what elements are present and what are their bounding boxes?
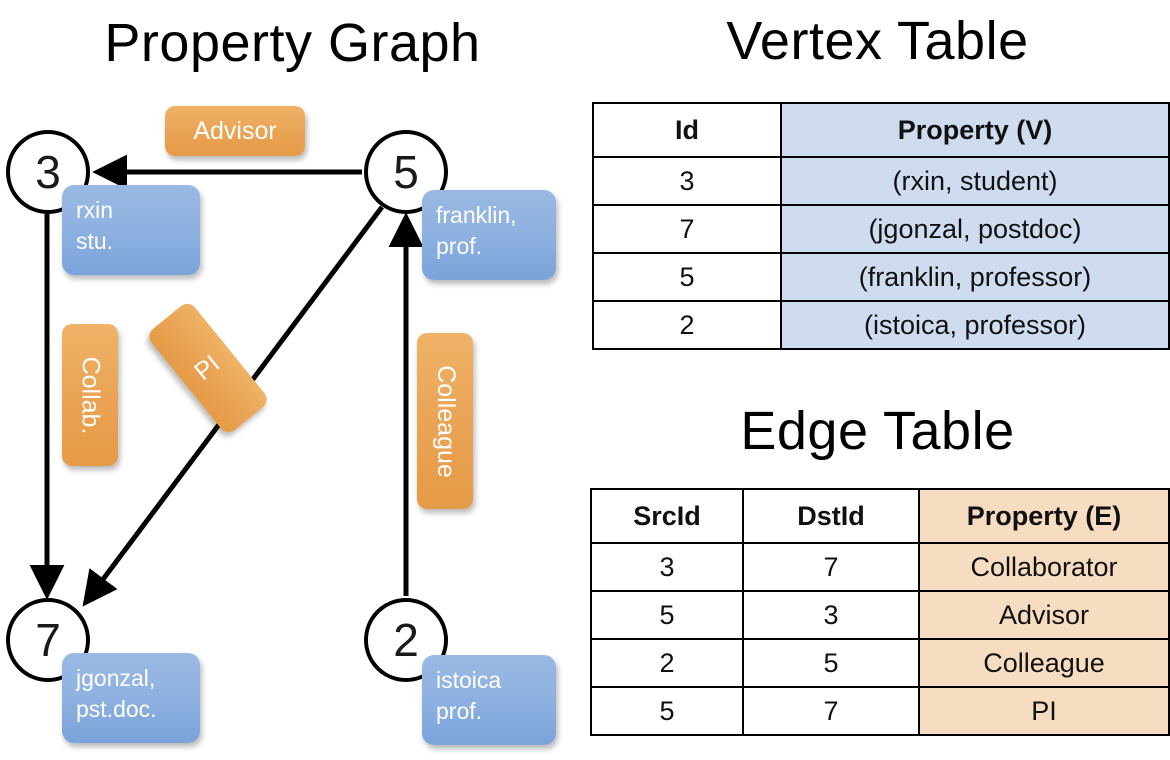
edge-cell-property: Collaborator [918,542,1170,592]
table-row: 5 3 Advisor [590,590,1170,640]
edge-cell-dst: 7 [742,542,920,592]
page-title-vertex-table: Vertex Table [726,11,1029,71]
edge-cell-property: Advisor [918,590,1170,640]
edge-label-advisor: Advisor [165,106,305,156]
edge-cell-src: 3 [590,542,744,592]
node-property-bubble-2-line1: istoica [436,667,502,693]
vertex-cell-property: (istoica, professor) [780,300,1170,350]
page-title-property-graph: Property Graph [104,13,481,73]
table-row: 2 5 Colleague [590,638,1170,688]
graph-node-7-label: 7 [35,614,61,666]
table-row: 5 (franklin, professor) [592,252,1170,302]
vertex-cell-id: 3 [592,156,782,206]
edge-cell-property: PI [918,686,1170,736]
edge-cell-dst: 7 [742,686,920,736]
table-row: 2 (istoica, professor) [592,300,1170,350]
graph-node-5-label: 5 [393,146,419,198]
vertex-cell-id: 7 [592,204,782,254]
node-property-bubble-7: jgonzal, pst.doc. [62,653,200,743]
node-property-bubble-7-line1: jgonzal, [76,665,156,691]
edge-cell-dst: 3 [742,590,920,640]
edge-table: SrcId DstId Property (E) 3 7 Collaborato… [590,488,1170,736]
node-property-bubble-5-line1: franklin, [436,202,517,228]
edge-label-pi-text: PI [189,349,226,386]
edge-cell-src: 2 [590,638,744,688]
edge-label-colleague: Colleague [417,333,473,509]
vertex-table: Id Property (V) 3 (rxin, student) 7 (jgo… [592,102,1170,350]
table-row: 3 7 Collaborator [590,542,1170,592]
vertex-cell-id: 5 [592,252,782,302]
edge-label-collab: Collab. [62,324,118,466]
vertex-cell-id: 2 [592,300,782,350]
edge-label-collab-text: Collab. [76,356,105,434]
edge-cell-src: 5 [590,590,744,640]
edge-cell-property: Colleague [918,638,1170,688]
edge-table-header-srcid: SrcId [590,488,744,544]
vertex-table-header-row: Id Property (V) [592,102,1170,158]
table-row: 7 (jgonzal, postdoc) [592,204,1170,254]
node-property-bubble-3: rxin stu. [62,185,200,275]
vertex-cell-property: (jgonzal, postdoc) [780,204,1170,254]
node-property-bubble-5: franklin, prof. [422,190,556,280]
vertex-cell-property: (franklin, professor) [780,252,1170,302]
graph-node-5[interactable]: 5 [364,130,448,214]
node-property-bubble-3-line2: stu. [76,228,114,255]
graph-node-3-label: 3 [35,146,61,198]
property-graph-diagram: 3 5 7 2 rxin stu. franklin, prof. jgonza… [6,106,556,745]
edge-table-header-row: SrcId DstId Property (E) [590,488,1170,544]
vertex-table-header-id: Id [592,102,782,158]
table-row: 5 7 PI [590,686,1170,736]
edge-cell-dst: 5 [742,638,920,688]
node-property-bubble-7-line2: pst.doc. [76,696,157,723]
node-property-bubble-2: istoica prof. [422,655,556,745]
graph-node-2[interactable]: 2 [364,598,448,682]
page-title-edge-table: Edge Table [740,401,1015,461]
edge-table-header-property: Property (E) [918,488,1170,544]
table-row: 3 (rxin, student) [592,156,1170,206]
node-property-bubble-3-line1: rxin [76,197,114,223]
vertex-table-header-property: Property (V) [780,102,1170,158]
edge-label-colleague-text: Colleague [431,364,460,478]
graph-node-2-label: 2 [393,614,419,666]
node-property-bubble-5-line2: prof. [436,233,483,260]
edge-table-header-dstid: DstId [742,488,920,544]
vertex-cell-property: (rxin, student) [780,156,1170,206]
edge-cell-src: 5 [590,686,744,736]
edge-label-advisor-text: Advisor [193,116,277,145]
node-property-bubble-2-line2: prof. [436,698,483,725]
